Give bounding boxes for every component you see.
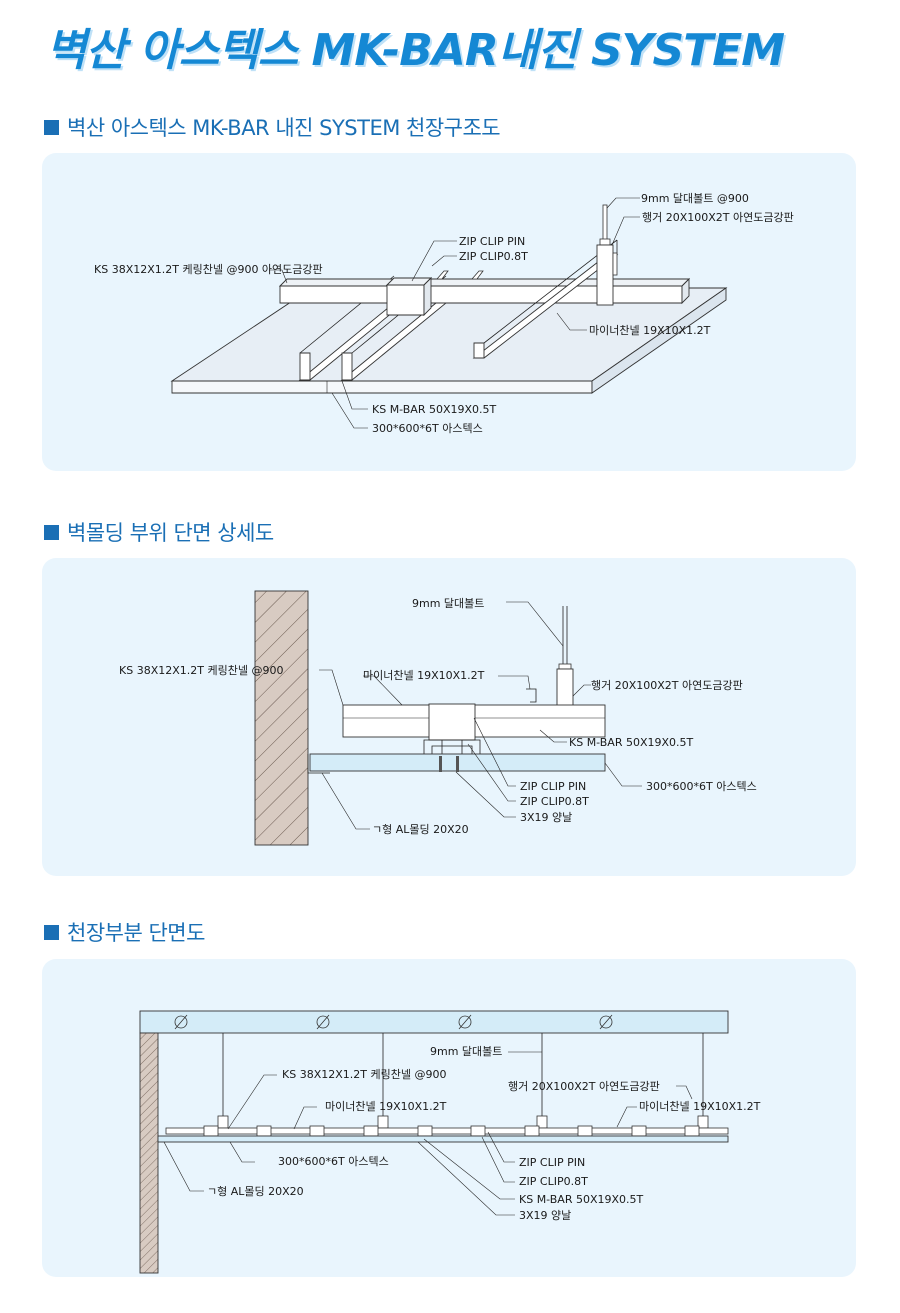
- m-bar-left: [298, 275, 448, 381]
- label-zip-pin: ZIP CLIP PIN: [519, 1156, 585, 1169]
- label-screw: 3X19 양날: [519, 1209, 571, 1222]
- label-carrying-channel: KS 38X12X1.2T 케링찬넬 @900: [282, 1067, 446, 1081]
- label-zip-clip: ZIP CLIP0.8T: [519, 1175, 588, 1188]
- structure-diagram-panel: 9mm 달대볼트 @900 행거 20X100X2T 아연도금강판 ZIP CL…: [42, 153, 856, 471]
- label-zip-pin: ZIP CLIP PIN: [520, 780, 586, 793]
- zip-clips: [203, 1125, 700, 1137]
- label-carrying-channel: KS 38X12X1.2T 케링찬넬 @900 아연도금강판: [94, 262, 323, 276]
- tile: [157, 1135, 729, 1143]
- ceiling-board: [170, 287, 728, 394]
- label-hanger: 행거 20X100X2T 아연도금강판: [642, 211, 794, 224]
- label-tile: 300*600*6T 아스텍스: [278, 1155, 389, 1168]
- label-tile: 300*600*6T 아스텍스: [372, 422, 483, 435]
- label-carrying-channel: KS 38X12X1.2T 케링찬넬 @900: [119, 663, 283, 677]
- label-bolt: 9mm 달대볼트: [412, 597, 484, 610]
- section-title-wall-molding: 벽몰딩 부위 단면 상세도: [44, 517, 274, 547]
- label-minor-channel-right: 마이너찬넬 19X10X1.2T: [639, 1099, 761, 1113]
- label-al-molding: ㄱ형 AL몰딩 20X20: [207, 1185, 304, 1198]
- structure-diagram: 9mm 달대볼트 @900 행거 20X100X2T 아연도금강판 ZIP CL…: [94, 192, 794, 435]
- label-zip-clip: ZIP CLIP0.8T: [520, 795, 589, 808]
- leader-lines: [269, 197, 640, 429]
- wall: [139, 1032, 159, 1274]
- main-title: 벽산 아스텍스 MK-BAR내진 SYSTEM: [46, 25, 785, 76]
- section-bullet-icon: [44, 119, 59, 135]
- label-zip-clip: ZIP CLIP0.8T: [459, 250, 528, 263]
- section-title-text: 천장부분 단면도: [67, 921, 205, 945]
- label-bolt: 9mm 달대볼트: [430, 1045, 502, 1058]
- label-screw: 3X19 양날: [520, 811, 572, 824]
- section-title-text: 벽몰딩 부위 단면 상세도: [67, 521, 274, 545]
- wall: [254, 590, 309, 846]
- carrying-channel: [165, 1127, 729, 1135]
- hanger-bolts: [217, 1033, 709, 1129]
- al-molding: [307, 754, 330, 774]
- carrying-channel: [278, 277, 691, 305]
- label-m-bar: KS M-BAR 50X19X0.5T: [569, 736, 694, 749]
- leader-lines: [163, 1051, 693, 1216]
- section-title-structure: 벽산 아스텍스 MK-BAR 내진 SYSTEM 천장구조도: [44, 112, 501, 142]
- section-title-ceiling-section: 천장부분 단면도: [44, 917, 205, 947]
- screws: [439, 756, 459, 772]
- label-tile: 300*600*6T 아스텍스: [646, 780, 757, 793]
- label-minor-channel-left: 마이너찬넬 19X10X1.2T: [325, 1099, 447, 1113]
- section-title-text: 벽산 아스텍스 MK-BAR 내진 SYSTEM 천장구조도: [67, 116, 501, 140]
- label-hanger: 행거 20X100X2T 아연도금강판: [591, 679, 743, 692]
- ceiling-section-diagram-panel: 9mm 달대볼트 KS 38X12X1.2T 케링찬넬 @900 행거 20X1…: [42, 959, 856, 1277]
- channel-tabs: [436, 270, 484, 280]
- zip-clip-box: [385, 276, 433, 317]
- section-bullet-icon: [44, 524, 59, 540]
- ceiling-section-diagram: 9mm 달대볼트 KS 38X12X1.2T 케링찬넬 @900 행거 20X1…: [139, 1010, 761, 1274]
- slab-marks: [174, 1014, 613, 1030]
- label-minor-channel: 마이너찬넬 19X10X1.2T: [363, 668, 485, 682]
- minor-channel: [526, 688, 537, 703]
- section-bullet-icon: [44, 924, 59, 940]
- hanger-bolt: [596, 204, 618, 306]
- leader-lines: [319, 601, 642, 830]
- zip-clip: [423, 703, 481, 756]
- label-bolt: 9mm 달대볼트 @900: [641, 192, 749, 205]
- label-al-molding: ㄱ형 AL몰딩 20X20: [372, 823, 469, 836]
- label-minor-channel: 마이너찬넬 19X10X1.2T: [589, 323, 711, 337]
- wall-molding-diagram-panel: 9mm 달대볼트 KS 38X12X1.2T 케링찬넬 @900 마이너찬넬 1…: [42, 558, 856, 876]
- wall-molding-diagram: 9mm 달대볼트 KS 38X12X1.2T 케링찬넬 @900 마이너찬넬 1…: [119, 590, 757, 846]
- label-m-bar: KS M-BAR 50X19X0.5T: [372, 403, 497, 416]
- label-hanger: 행거 20X100X2T 아연도금강판: [508, 1080, 660, 1093]
- concrete-slab: [139, 1010, 729, 1034]
- label-m-bar: KS M-BAR 50X19X0.5T: [519, 1193, 644, 1206]
- label-zip-pin: ZIP CLIP PIN: [459, 235, 525, 248]
